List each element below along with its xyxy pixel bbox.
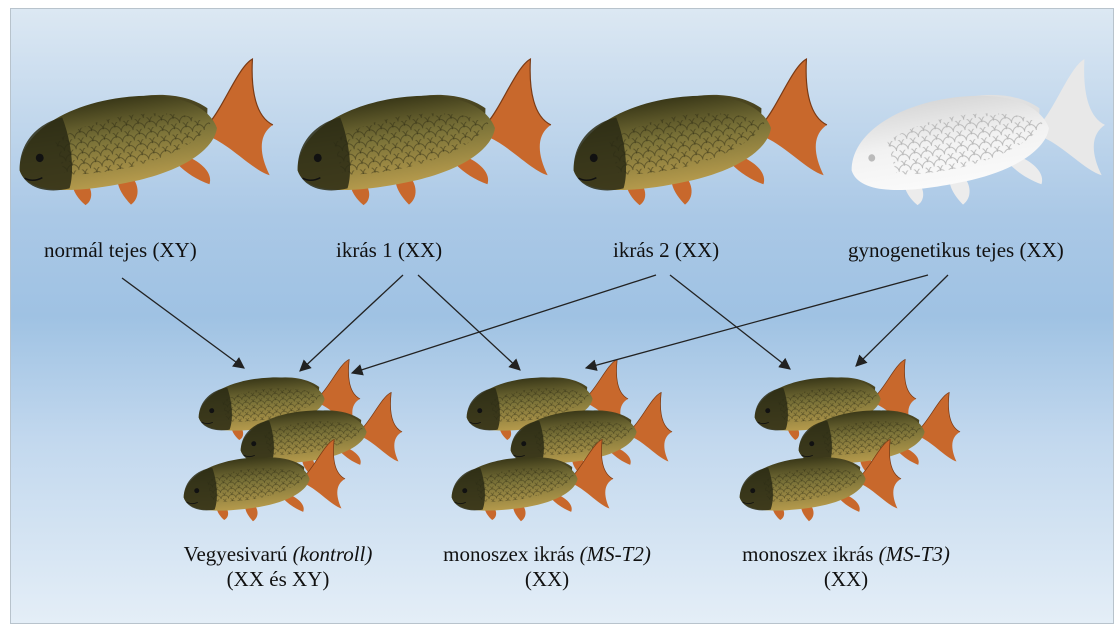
arrow-gyno-male-to-ms-t3 bbox=[856, 275, 948, 366]
offspring-tag: (kontroll) bbox=[293, 542, 373, 566]
offspring-name: monoszex ikrás bbox=[443, 542, 574, 566]
offspring-fish-group-ms-t3 bbox=[736, 359, 963, 527]
arrow-female-1-to-control bbox=[300, 275, 403, 371]
offspring-tag: (MS-T2) bbox=[580, 542, 651, 566]
parent-label-gyno-male: gynogenetikus tejes (XX) bbox=[848, 238, 1064, 262]
arrow-normal-male-to-control bbox=[122, 278, 244, 368]
offspring-caption-ms-t2: monoszex ikrás (MS-T2) (XX) bbox=[430, 542, 664, 592]
parent-label-normal-male: normál tejes (XY) bbox=[44, 238, 197, 262]
offspring-fish-group-ms-t2 bbox=[448, 359, 675, 527]
cross-arrows bbox=[122, 275, 948, 373]
parent-label-female-1: ikrás 1 (XX) bbox=[336, 238, 442, 262]
arrow-gyno-male-to-ms-t2 bbox=[586, 275, 928, 368]
offspring-genotype: (XX) bbox=[824, 567, 868, 591]
arrow-female-1-to-ms-t3 bbox=[418, 275, 520, 370]
offspring-genotype: (XX) bbox=[525, 567, 569, 591]
offspring-genotype: (XX és XY) bbox=[227, 567, 330, 591]
offspring-caption-ms-t3: monoszex ikrás (MS-T3) (XX) bbox=[729, 542, 963, 592]
offspring-name: monoszex ikrás bbox=[742, 542, 873, 566]
arrow-female-2-to-control bbox=[352, 275, 656, 373]
parent-fish-normal-male bbox=[10, 57, 281, 220]
offspring-fish-group-control bbox=[180, 359, 405, 527]
parent-fish-gyno-male bbox=[842, 57, 1113, 220]
offspring-name: Vegyesivarú bbox=[184, 542, 288, 566]
offspring-caption-control: Vegyesivarú (kontroll) (XX és XY) bbox=[172, 542, 384, 592]
parent-label-female-2: ikrás 2 (XX) bbox=[613, 238, 719, 262]
offspring-tag: (MS-T3) bbox=[879, 542, 950, 566]
parent-fish-female-2 bbox=[564, 57, 835, 220]
parent-fish-female-1 bbox=[288, 57, 559, 220]
arrow-female-2-to-ms-t3 bbox=[670, 275, 790, 369]
